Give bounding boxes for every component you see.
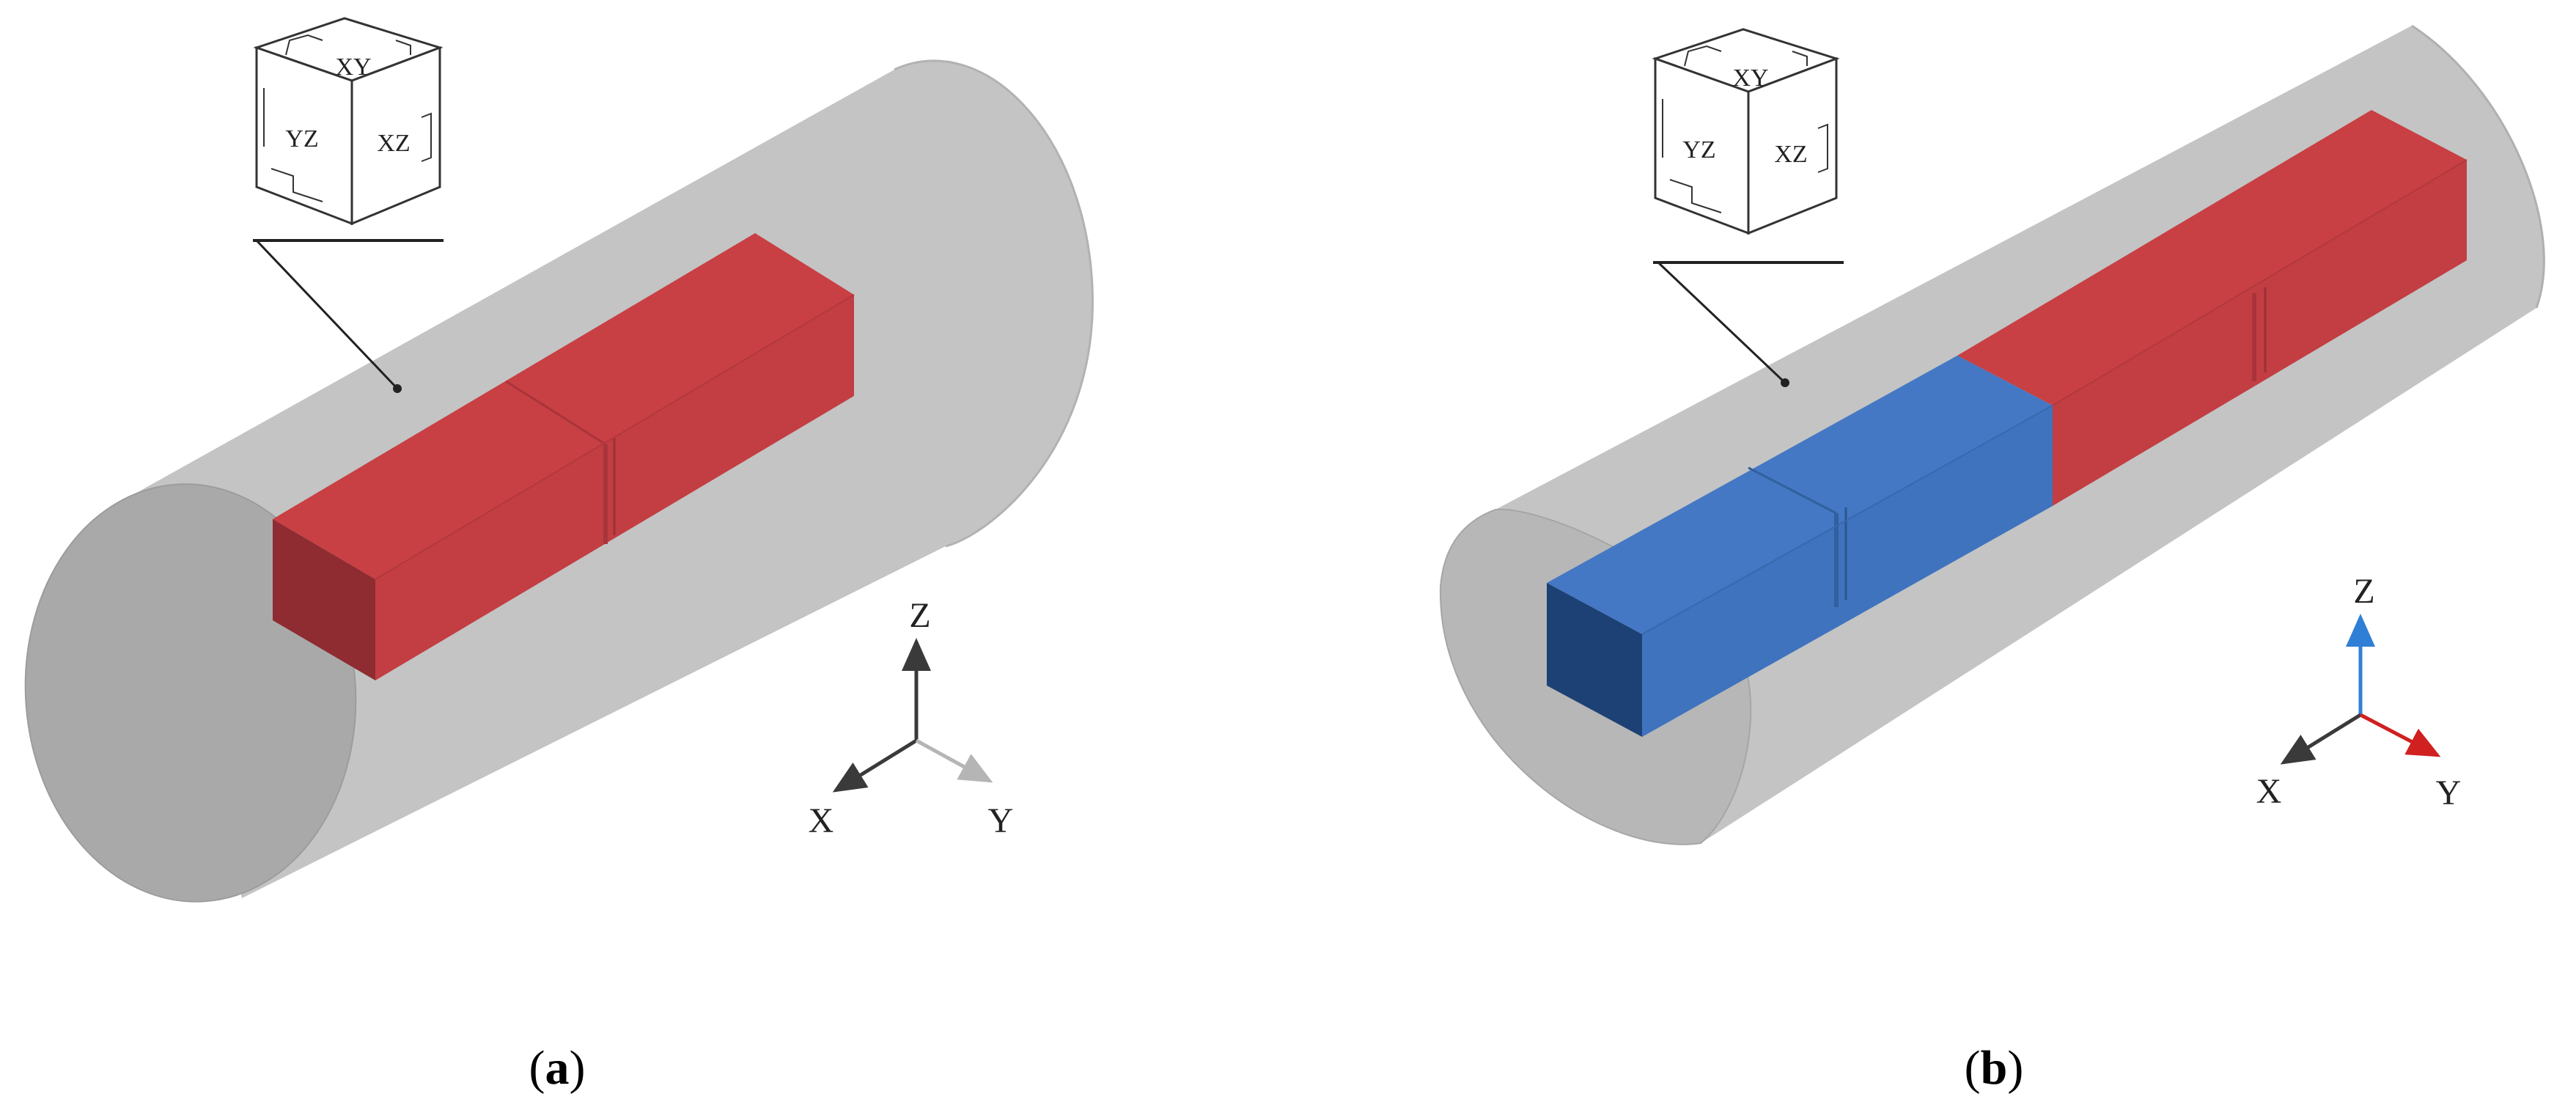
axis-a-y-label: Y (988, 801, 1014, 840)
panel-a: XY YZ XZ Z X Y (a) (24, 17, 1094, 1095)
caption-a: (a) (529, 1041, 586, 1095)
view-cube-b-xz-label: XZ (1774, 141, 1807, 168)
view-cube-b-xy-label: XY (1732, 65, 1768, 92)
axis-a-z-label: Z (909, 596, 930, 635)
view-cube-a-xz-label: XZ (377, 130, 410, 157)
axis-triad-b (2280, 614, 2441, 765)
view-cube-a-xy-label: XY (335, 54, 371, 81)
view-cube-b (1652, 28, 1840, 235)
leader-line-b (1653, 261, 1844, 387)
axis-b-z-label: Z (2353, 572, 2374, 611)
view-cube-a-yz-label: YZ (285, 125, 318, 153)
magnet-red-a (273, 233, 855, 680)
leader-line-a (253, 239, 444, 393)
axis-b-y-label: Y (2436, 774, 2462, 812)
view-cube-a (253, 17, 444, 226)
panel-b: XY YZ XZ Z X Y (b) (1439, 24, 2545, 1095)
axis-b-x-label: X (2256, 772, 2282, 811)
magnet-blue-b (1547, 356, 2053, 737)
magnet-red-b (1957, 110, 2468, 506)
axis-triad-a (832, 638, 993, 793)
axis-a-x-label: X (809, 801, 834, 840)
caption-b: (b) (1965, 1041, 2024, 1095)
view-cube-b-yz-label: YZ (1682, 136, 1715, 164)
